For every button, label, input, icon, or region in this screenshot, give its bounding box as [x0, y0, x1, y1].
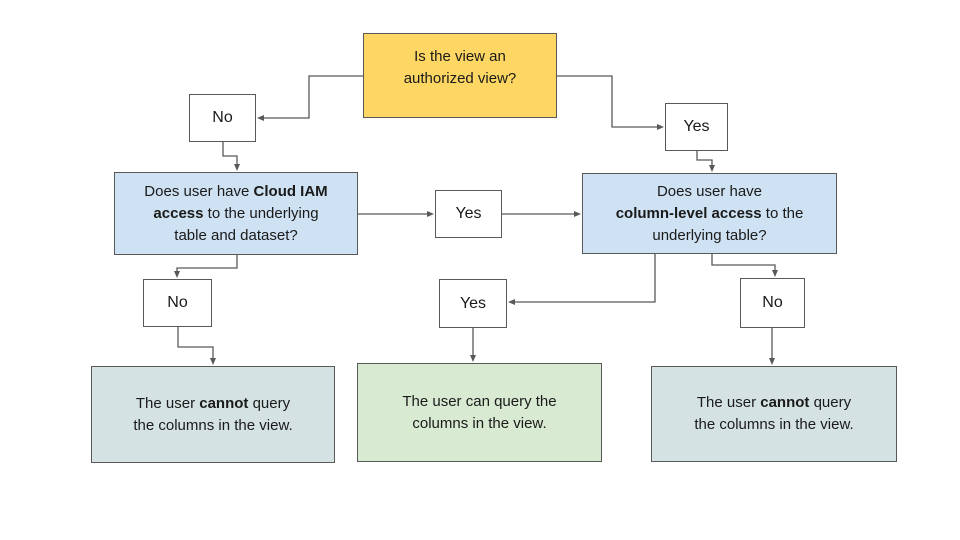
result-text-line: The user cannot query	[135, 394, 291, 412]
question-text-line: column-level access to the	[615, 204, 804, 222]
node-result-cannot-query-left: The user cannot query the columns in the…	[91, 366, 335, 463]
branch-label: No	[167, 294, 188, 311]
result-text-line: the columns in the view.	[133, 416, 293, 434]
question-text-line: access to the underlying	[153, 204, 319, 222]
connector-no-left-to-result-icon	[177, 327, 216, 365]
question-text-line: table and dataset?	[174, 226, 298, 244]
question-text-line: Does user have Cloud IAM	[144, 182, 328, 200]
question-text-line: Does user have	[656, 182, 763, 200]
branch-label: Yes	[455, 205, 482, 222]
result-text-line: columns in the view.	[412, 414, 547, 432]
result-text-line: The user cannot query	[696, 394, 852, 411]
node-question-column-level-access: Does user have column-level access to th…	[582, 173, 837, 254]
node-label-yes-authorized: Yes	[665, 103, 728, 151]
node-label-no-column-access: No	[740, 278, 805, 328]
node-result-cannot-query-right: The user cannot query the columns in the…	[651, 366, 897, 462]
result-text-line: The user can query the	[402, 392, 557, 410]
connector-root-to-yes-icon	[557, 75, 664, 130]
connector-column-to-no-right-icon	[711, 254, 778, 277]
node-label-no-authorized: No	[189, 94, 256, 142]
node-label-no-iam-access: No	[143, 279, 212, 327]
connector-root-to-no-icon	[257, 75, 363, 121]
connector-no-to-iam-question-icon	[222, 142, 240, 171]
branch-label: No	[212, 109, 233, 126]
node-label-yes-column-access: Yes	[439, 279, 507, 328]
result-text-line: the columns in the view.	[694, 416, 854, 433]
question-text-line: authorized view?	[403, 70, 517, 87]
connector-yes-to-column-question-icon	[696, 151, 715, 172]
question-text-line: Is the view an	[414, 48, 506, 65]
node-question-is-authorized-view: Is the view an authorized view?	[363, 33, 557, 118]
connector-column-to-yes-bottom-icon	[508, 254, 656, 305]
node-question-cloud-iam-access: Does user have Cloud IAM access to the u…	[114, 172, 358, 255]
node-label-yes-iam-access: Yes	[435, 190, 502, 238]
question-text-line: underlying table?	[652, 226, 767, 244]
branch-label: No	[762, 294, 783, 311]
branch-label: Yes	[683, 118, 710, 135]
node-result-can-query: The user can query the columns in the vi…	[357, 363, 602, 462]
connector-iam-to-no-left-icon	[174, 255, 238, 278]
branch-label: Yes	[459, 294, 487, 312]
